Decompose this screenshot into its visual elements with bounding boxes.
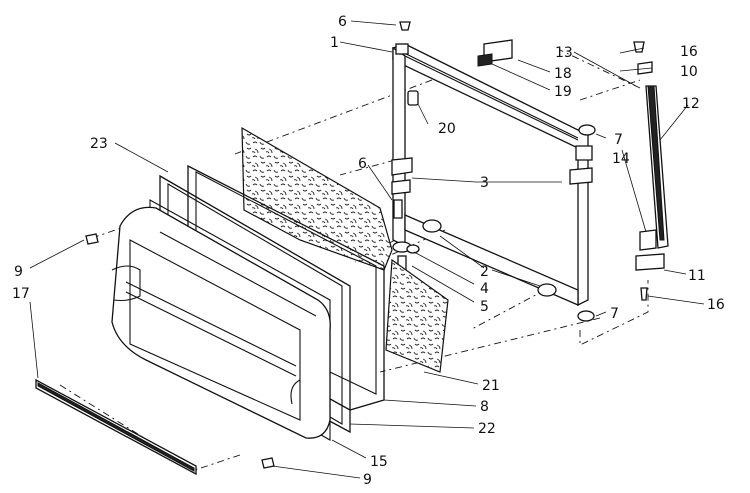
callout-labels: 6 1 13 16 18 10 19 12 20 7 23 14 6 3 9 2… bbox=[12, 14, 725, 488]
screw-part-6-mid bbox=[393, 199, 403, 219]
callout-6: 6 bbox=[358, 156, 367, 172]
callout-9: 9 bbox=[363, 472, 372, 488]
callout-5: 5 bbox=[480, 299, 489, 315]
hinges-part-3 bbox=[391, 145, 593, 195]
callout-4: 4 bbox=[480, 281, 489, 297]
screw-part-6-top bbox=[399, 21, 411, 31]
callout-3: 3 bbox=[480, 175, 489, 191]
bushing-part-20 bbox=[407, 90, 419, 106]
clip-parts-18-19 bbox=[477, 39, 513, 67]
callout-20: 20 bbox=[438, 121, 456, 137]
callout-10: 10 bbox=[680, 64, 698, 80]
callout-16: 16 bbox=[707, 297, 725, 313]
door-frame-part-1 bbox=[392, 43, 589, 307]
callout-9: 9 bbox=[14, 264, 23, 280]
cap-part-7-bottom bbox=[577, 310, 595, 322]
stop-part-2b bbox=[537, 283, 557, 297]
callout-18: 18 bbox=[554, 66, 572, 82]
callout-11: 11 bbox=[688, 268, 706, 284]
bracket-part-11 bbox=[635, 253, 665, 271]
callout-12: 12 bbox=[682, 96, 700, 112]
washer-part-10 bbox=[637, 61, 653, 75]
callout-7: 7 bbox=[610, 306, 619, 322]
screws bbox=[393, 21, 653, 301]
callout-19: 19 bbox=[554, 84, 572, 100]
stop-part-2a bbox=[422, 219, 442, 233]
screw-part-9-bottom bbox=[261, 457, 275, 469]
callout-6: 6 bbox=[338, 14, 347, 30]
screw-part-9-left bbox=[85, 233, 99, 245]
door-panel bbox=[111, 206, 331, 439]
callout-16: 16 bbox=[680, 44, 698, 60]
callout-22: 22 bbox=[478, 421, 496, 437]
screw-part-16-bottom bbox=[640, 287, 648, 301]
callout-17: 17 bbox=[12, 286, 30, 302]
callout-21: 21 bbox=[482, 378, 500, 394]
handle-parts-12-14-11 bbox=[635, 85, 669, 271]
callout-1: 1 bbox=[330, 35, 339, 51]
callout-15: 15 bbox=[370, 454, 388, 470]
callout-13: 13 bbox=[555, 45, 573, 61]
screw-part-16-top bbox=[633, 41, 645, 53]
callout-7: 7 bbox=[614, 132, 623, 148]
bushings bbox=[407, 90, 596, 322]
callout-14: 14 bbox=[612, 151, 630, 167]
cap-part-7-top bbox=[578, 124, 596, 136]
bracket-part-14 bbox=[639, 229, 657, 251]
bottom-trim-part-17 bbox=[35, 378, 197, 476]
leader-lines bbox=[29, 20, 705, 479]
callout-23: 23 bbox=[90, 136, 108, 152]
callout-2: 2 bbox=[480, 264, 489, 280]
callout-8: 8 bbox=[480, 399, 489, 415]
